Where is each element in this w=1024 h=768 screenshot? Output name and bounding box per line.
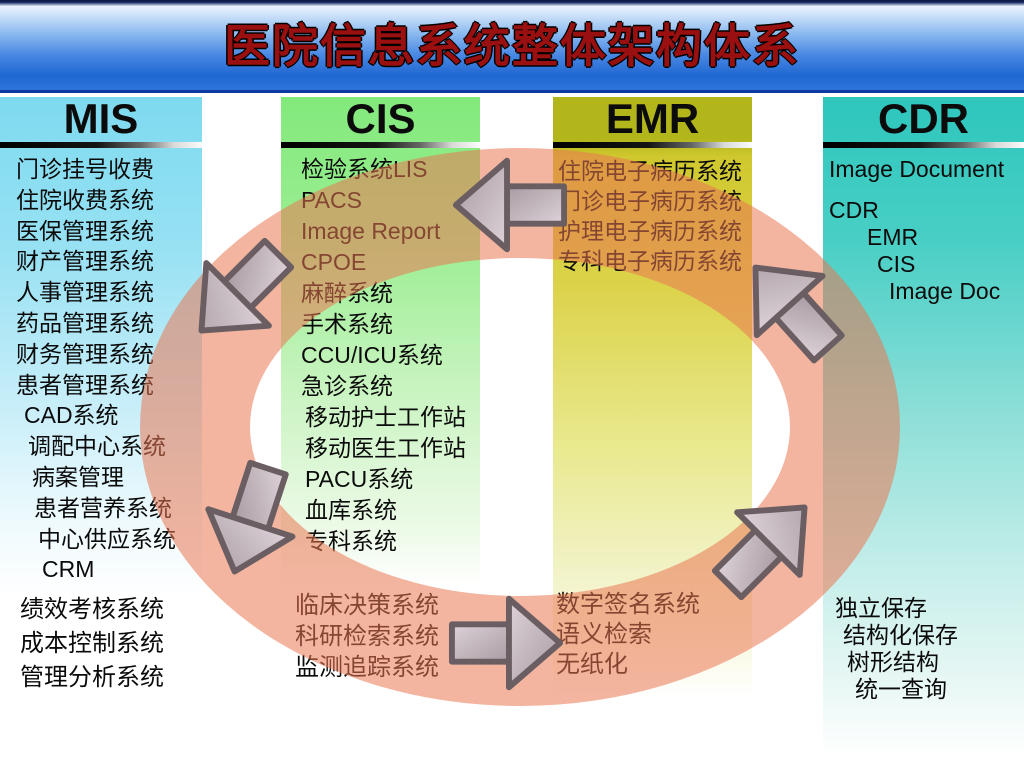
cdr-bottom-item: 独立保存 xyxy=(835,595,927,621)
mis-item: 患者营养系统 xyxy=(34,494,172,521)
emr-item: 门诊电子病历系统 xyxy=(558,188,742,214)
cdr-item: CIS xyxy=(877,251,916,277)
emr-item: 护理电子病历系统 xyxy=(558,218,742,244)
mis-item: 病案管理 xyxy=(32,463,124,490)
cis-item: CPOE xyxy=(301,249,367,275)
cdr-item: Image Doc xyxy=(889,278,1001,304)
column-emr-header: EMR xyxy=(605,95,700,142)
emr-bottom-item: 数字签名系统 xyxy=(556,591,700,618)
cis-item: 麻醉系统 xyxy=(301,280,393,306)
cdr-bottom-group: 独立保存结构化保存树形结构统一查询 xyxy=(835,595,958,703)
cis-item: Image Report xyxy=(301,218,441,244)
emr-bottom-item: 无纸化 xyxy=(556,651,628,678)
mis-item: 住院收费系统 xyxy=(16,186,154,213)
mis-item: 调配中心系统 xyxy=(28,433,166,460)
cis-bottom-item: 监测追踪系统 xyxy=(295,654,439,681)
column-cis-header: CIS xyxy=(345,95,416,142)
arrow-bottom-to-emr-icon xyxy=(448,588,566,698)
mis-item: CRM xyxy=(42,556,95,583)
title-bar: 医院信息系统整体架构体系 xyxy=(0,0,1024,93)
emr-item: 专科电子病历系统 xyxy=(558,248,742,274)
emr-bottom-item: 语义检索 xyxy=(556,621,652,648)
emr-item: 住院电子病历系统 xyxy=(558,158,742,184)
mis-bottom-item: 绩效考核系统 xyxy=(20,596,164,623)
emr-bottom-group: 数字签名系统语义检索无纸化 xyxy=(556,590,700,680)
cis-item: 检验系统LIS xyxy=(301,156,428,182)
column-mis: MIS 门诊挂号收费住院收费系统医保管理系统财产管理系统人事管理系统药品管理系统… xyxy=(0,97,202,597)
cdr-item: EMR xyxy=(867,224,919,250)
column-mis-items: 门诊挂号收费住院收费系统医保管理系统财产管理系统人事管理系统药品管理系统财务管理… xyxy=(0,148,202,585)
mis-item: 中心供应系统 xyxy=(38,525,176,552)
column-emr-items: 住院电子病历系统门诊电子病历系统护理电子病历系统专科电子病历系统 xyxy=(553,148,752,276)
column-mis-rule xyxy=(0,142,202,148)
column-mis-header: MIS xyxy=(63,95,139,142)
cdr-item: Image Document xyxy=(829,156,1005,182)
page-title: 医院信息系统整体架构体系 xyxy=(224,20,800,72)
cdr-bottom-item: 统一查询 xyxy=(855,676,947,702)
mis-item: 门诊挂号收费 xyxy=(16,156,154,182)
mis-item: 药品管理系统 xyxy=(16,309,154,336)
column-cis-rule xyxy=(281,142,480,148)
cis-item: 专科系统 xyxy=(305,528,397,554)
mis-bottom-group: 绩效考核系统成本控制系统管理分析系统 xyxy=(20,593,164,695)
cdr-item: CDR xyxy=(829,197,879,223)
cdr-bottom-item: 树形结构 xyxy=(847,649,939,675)
mis-item: 财务管理系统 xyxy=(16,340,154,367)
cis-item: 手术系统 xyxy=(301,311,393,337)
mis-item: 人事管理系统 xyxy=(16,279,154,306)
cis-bottom-group: 临床决策系统科研检索系统监测追踪系统 xyxy=(295,590,439,683)
cis-item: 血库系统 xyxy=(305,497,397,523)
mis-item: CAD系统 xyxy=(24,402,119,429)
cdr-bottom-item: 结构化保存 xyxy=(843,622,958,648)
cis-bottom-item: 科研检索系统 xyxy=(295,623,439,650)
cis-item: 移动护士工作站 xyxy=(305,404,466,430)
mis-item: 患者管理系统 xyxy=(16,371,154,398)
column-cdr-rule xyxy=(823,142,1024,148)
flow-ring xyxy=(140,148,900,706)
cis-item: PACS xyxy=(301,187,362,213)
cis-item: CCU/ICU系统 xyxy=(301,342,443,368)
mis-bottom-item: 管理分析系统 xyxy=(20,664,164,691)
cis-item: 急诊系统 xyxy=(301,373,393,399)
mis-item: 医保管理系统 xyxy=(16,217,154,244)
column-cdr-header: CDR xyxy=(878,95,969,142)
cis-bottom-item: 临床决策系统 xyxy=(295,592,439,619)
column-emr-rule xyxy=(553,142,752,148)
mis-bottom-item: 成本控制系统 xyxy=(20,630,164,657)
mis-item: 财产管理系统 xyxy=(16,248,154,275)
cis-item: PACU系统 xyxy=(305,466,414,492)
cis-item: 移动医生工作站 xyxy=(305,435,466,461)
